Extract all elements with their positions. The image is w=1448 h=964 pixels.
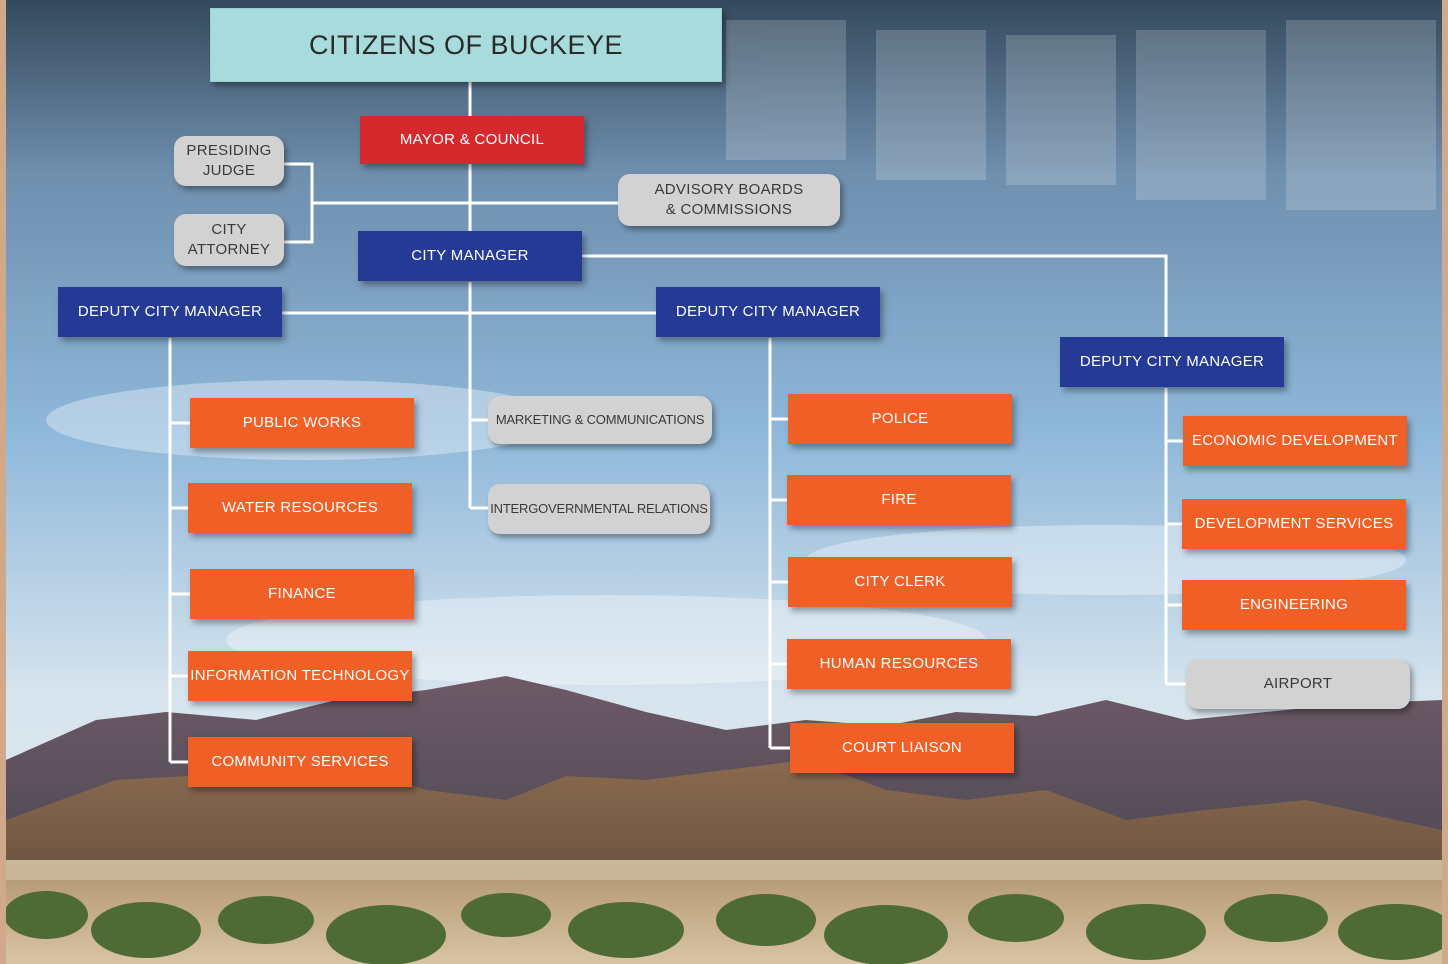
presiding-judge-label: PRESIDING JUDGE <box>186 141 272 179</box>
dept-economic-development-box: ECONOMIC DEVELOPMENT <box>1183 416 1407 466</box>
marketing-communications-label: MARKETING & COMMUNICATIONS <box>495 412 705 428</box>
deputy-city-manager-mid-label: DEPUTY CITY MANAGER <box>675 302 861 320</box>
dept-development-services-box: DEVELOPMENT SERVICES <box>1182 499 1406 549</box>
dept-fire-label: FIRE <box>881 490 917 508</box>
shrubs <box>6 891 1442 964</box>
intergovernmental-relations-box: INTERGOVERNMENTAL RELATIONS <box>488 484 710 534</box>
city-attorney-box: CITY ATTORNEY <box>174 214 284 266</box>
dept-police-label: POLICE <box>871 409 929 427</box>
dept-fire-box: FIRE <box>787 475 1011 525</box>
dept-development-services-label: DEVELOPMENT SERVICES <box>1194 514 1394 532</box>
deputy-city-manager-right-box: DEPUTY CITY MANAGER <box>1060 337 1284 387</box>
dept-airport-box: AIRPORT <box>1186 659 1410 709</box>
city-manager-label: CITY MANAGER <box>411 246 529 264</box>
dept-city-clerk-box: CITY CLERK <box>788 557 1012 607</box>
city-attorney-label: CITY ATTORNEY <box>187 220 271 258</box>
dept-finance-box: FINANCE <box>190 569 414 619</box>
mayor-council-label: MAYOR & COUNCIL <box>399 130 545 148</box>
deputy-city-manager-right-label: DEPUTY CITY MANAGER <box>1079 352 1265 370</box>
deputy-city-manager-left-box: DEPUTY CITY MANAGER <box>58 287 282 337</box>
dept-engineering-label: ENGINEERING <box>1239 595 1349 613</box>
intergovernmental-relations-label: INTERGOVERNMENTAL RELATIONS <box>490 501 708 517</box>
dept-police-box: POLICE <box>788 394 1012 444</box>
dept-court-liaison-label: COURT LIAISON <box>841 738 963 756</box>
dept-human-resources-label: HUMAN RESOURCES <box>819 654 979 672</box>
city-manager-box: CITY MANAGER <box>358 231 582 281</box>
dept-water-resources-box: WATER RESOURCES <box>188 483 412 533</box>
dept-finance-label: FINANCE <box>268 584 336 602</box>
dept-community-services-label: COMMUNITY SERVICES <box>211 752 389 770</box>
mayor-council-box: MAYOR & COUNCIL <box>360 116 584 164</box>
advisory-boards-box: ADVISORY BOARDS & COMMISSIONS <box>618 174 840 226</box>
dept-economic-development-label: ECONOMIC DEVELOPMENT <box>1191 431 1399 449</box>
foothills <box>6 760 1442 880</box>
building-overlay <box>726 20 1436 210</box>
deputy-city-manager-left-label: DEPUTY CITY MANAGER <box>77 302 263 320</box>
marketing-communications-box: MARKETING & COMMUNICATIONS <box>488 396 712 444</box>
dept-public-works-box: PUBLIC WORKS <box>190 398 414 448</box>
dept-information-technology-box: INFORMATION TECHNOLOGY <box>188 651 412 701</box>
dept-public-works-label: PUBLIC WORKS <box>242 413 362 431</box>
dept-water-resources-label: WATER RESOURCES <box>221 498 379 516</box>
dept-airport-label: AIRPORT <box>1263 674 1333 692</box>
citizens-box: CITIZENS OF BUCKEYE <box>210 8 722 82</box>
advisory-boards-label: ADVISORY BOARDS & COMMISSIONS <box>654 180 804 218</box>
deputy-city-manager-mid-box: DEPUTY CITY MANAGER <box>656 287 880 337</box>
dept-engineering-box: ENGINEERING <box>1182 580 1406 630</box>
dept-city-clerk-label: CITY CLERK <box>854 572 946 590</box>
dept-community-services-box: COMMUNITY SERVICES <box>188 737 412 787</box>
dept-information-technology-label: INFORMATION TECHNOLOGY <box>190 666 410 684</box>
citizens-label: CITIZENS OF BUCKEYE <box>308 29 624 60</box>
presiding-judge-box: PRESIDING JUDGE <box>174 136 284 186</box>
dept-human-resources-box: HUMAN RESOURCES <box>787 639 1011 689</box>
dept-court-liaison-box: COURT LIAISON <box>790 723 1014 773</box>
